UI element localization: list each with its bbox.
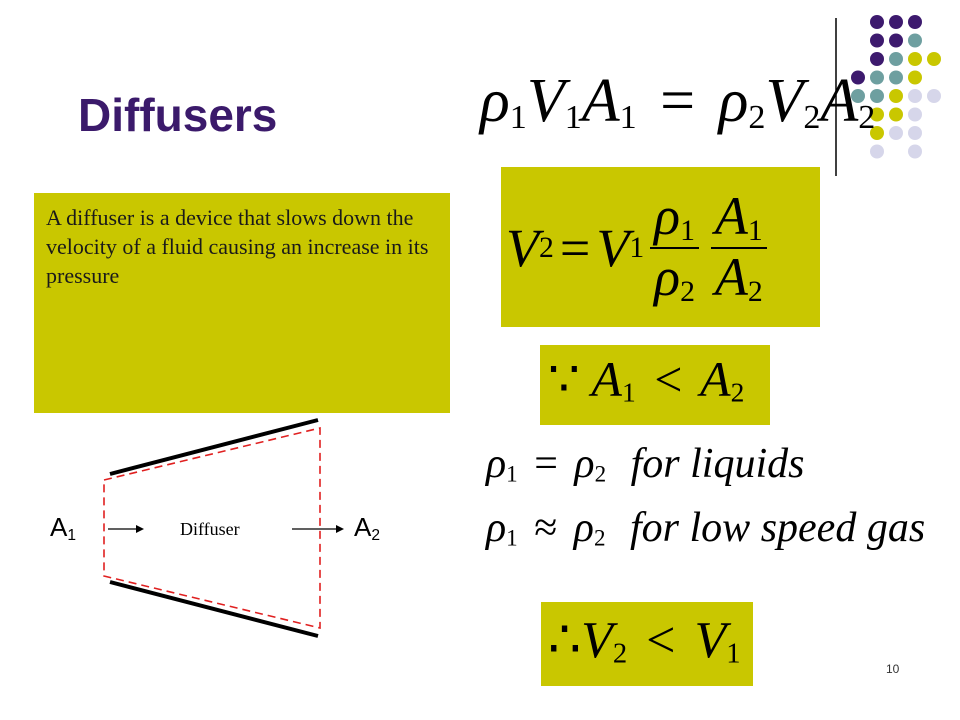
decorative-dot [908, 107, 922, 122]
liquids-equation: ρ1 = ρ2 for liquids [486, 441, 805, 487]
area-relation-box [540, 345, 770, 425]
decorative-dot [870, 89, 884, 103]
decorative-dot [870, 33, 884, 48]
conclusion-box [541, 602, 753, 686]
decorative-dot [870, 107, 884, 122]
inlet-area-label: A1 [50, 512, 77, 544]
description-box: A diffuser is a device that slows down t… [34, 193, 450, 413]
decorative-dot [889, 89, 903, 103]
decorative-dot [908, 15, 922, 29]
decorative-dot [927, 89, 941, 103]
control-volume-outline [103, 426, 321, 630]
upper-wall [109, 418, 319, 476]
outlet-arrowhead [336, 525, 344, 533]
decorative-dot [908, 144, 922, 159]
decorative-dot [870, 15, 884, 29]
slide-title: Diffusers [78, 89, 278, 141]
decorative-dot [908, 89, 922, 103]
decorative-dot [870, 52, 884, 66]
decorative-dots [835, 15, 941, 176]
decorative-dot [851, 70, 865, 85]
decorative-dot [889, 33, 903, 48]
area-ratio: A1 A2 [710, 188, 767, 308]
decorative-dot [870, 70, 884, 85]
decorative-dot [908, 33, 922, 48]
decorative-dot [908, 52, 922, 66]
decorative-dot [870, 126, 884, 140]
area-relation-equation: ∵ A1 < A2 [548, 351, 745, 408]
decorative-dot [889, 52, 903, 66]
decorative-dot [889, 70, 903, 85]
decorative-dot [927, 52, 941, 66]
decorative-dot [889, 126, 903, 140]
continuity-equation: ρ1V1A1 = ρ2V2A2 [480, 67, 876, 136]
conclusion-equation: ∴V2 < V1 [548, 612, 741, 670]
density-ratio: ρ1 ρ2 [650, 188, 699, 308]
diffuser-diagram: Diffuser [103, 418, 344, 638]
decorative-dot [851, 89, 865, 103]
decorative-dot [889, 107, 903, 122]
inlet-arrowhead [136, 525, 144, 533]
page-number: 10 [886, 662, 900, 676]
decorative-dot [870, 144, 884, 159]
diffuser-center-label: Diffuser [180, 519, 240, 539]
decorative-dot [889, 15, 903, 29]
decorative-dot [908, 126, 922, 140]
low-speed-gas-equation: ρ1 ≈ ρ2 for low speed gas [486, 505, 926, 551]
description-text: A diffuser is a device that slows down t… [46, 205, 429, 288]
outlet-area-label: A2 [354, 512, 381, 544]
decorative-dot [908, 70, 922, 85]
lower-wall [109, 580, 319, 638]
